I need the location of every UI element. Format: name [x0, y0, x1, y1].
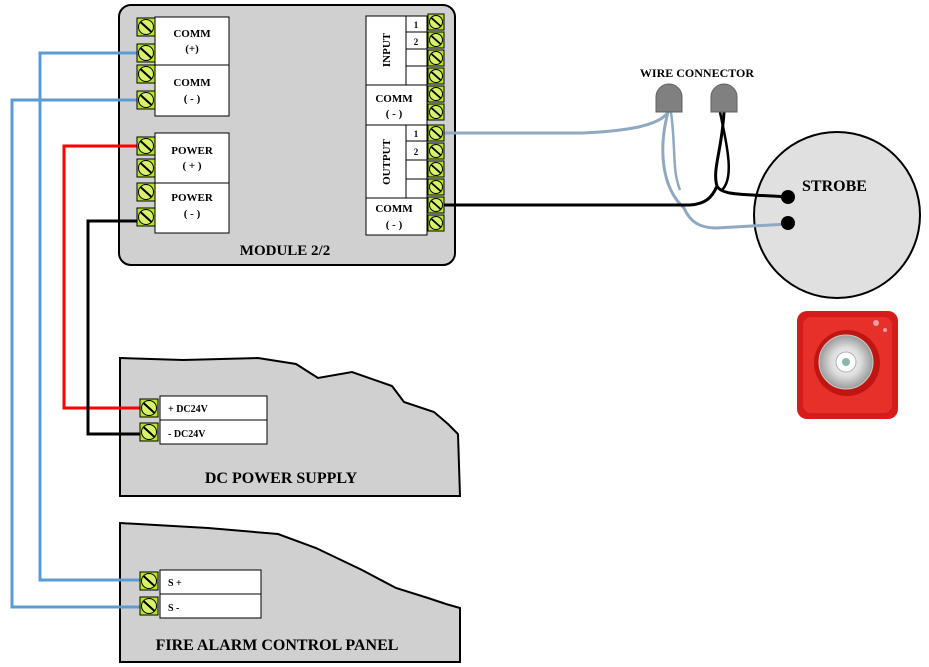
- power-minus-wire: [86, 219, 145, 436]
- dc-plus-terminal: [139, 398, 159, 418]
- output-terminal-3: [427, 160, 445, 178]
- strobe-terminal-minus: [781, 216, 795, 230]
- power-plus-box: [154, 132, 230, 184]
- strobe-minus-wire: [661, 111, 789, 230]
- dc-plus-label: + DC24V: [168, 404, 209, 415]
- comm-minus-label: COMM: [173, 77, 211, 89]
- comm-plus-label: COMM: [173, 28, 211, 40]
- output-number-2: 2: [414, 147, 419, 157]
- power-plus-wire: [62, 144, 145, 410]
- input-number-2: 2: [414, 37, 419, 47]
- power-minus-label: POWER: [171, 192, 214, 204]
- input-comm-terminal-b: [427, 103, 445, 121]
- input-comm-terminal-a: [427, 85, 445, 103]
- output-comm-terminal-b: [427, 214, 445, 232]
- dc-minus-terminal: [139, 422, 159, 442]
- power-plus-label: POWER: [171, 145, 214, 157]
- comm-minus-box: [154, 64, 230, 117]
- input-terminal-3: [427, 49, 445, 67]
- output-label: OUTPUT: [381, 138, 393, 185]
- comm-plus-terminal-a: [136, 17, 156, 37]
- power-minus-box: [154, 182, 230, 234]
- input-terminal-2: [427, 31, 445, 49]
- output-comm-box: [365, 197, 428, 236]
- input-terminal-1: [427, 13, 445, 31]
- power-minus-terminal-a: [136, 182, 156, 202]
- input-label: INPUT: [381, 32, 393, 67]
- wire-connector-label: WIRE CONNECTOR: [640, 66, 754, 80]
- control-panel-enclosure: [119, 521, 461, 663]
- wire-connector-right: [710, 83, 738, 113]
- input-comm-box: [365, 84, 428, 126]
- connector-pigtail-wire-2: [669, 111, 682, 191]
- output-comm-wire: [437, 185, 719, 207]
- s-minus-label: S -: [168, 603, 179, 614]
- strobe-plus-wire: [714, 111, 789, 199]
- input-comm-sign: ( - ): [386, 108, 403, 120]
- power-plus-terminal-a: [136, 136, 156, 156]
- power-minus-sign: ( - ): [184, 208, 201, 220]
- s-plus-box: [159, 569, 262, 595]
- input-number-1: 1: [414, 20, 419, 30]
- strobe-terminal-plus: [781, 190, 795, 204]
- output-terminal-4: [427, 178, 445, 196]
- power-minus-terminal-b: [136, 207, 156, 227]
- dc-plus-box: [159, 395, 268, 421]
- comm-plus-terminal-b: [136, 43, 156, 63]
- comm-plus-sign: (+): [185, 43, 199, 55]
- strobe-label: STROBE: [802, 178, 867, 195]
- output-terminal-2: [427, 142, 445, 160]
- output-comm-sign: ( - ): [386, 219, 403, 231]
- s-plus-terminal: [139, 571, 159, 591]
- comm-minus-wire: [10, 98, 145, 609]
- dc-minus-box: [159, 419, 268, 445]
- output-terminal-1: [427, 124, 445, 142]
- power-supply-enclosure: [119, 356, 462, 497]
- strobe-device-image: [797, 311, 898, 419]
- output-box: [365, 124, 407, 199]
- connector-pigtail-wire: [718, 111, 731, 191]
- dc-minus-label: - DC24V: [168, 429, 206, 440]
- comm-minus-terminal-a: [136, 64, 156, 84]
- output-comm-label: COMM: [375, 203, 413, 215]
- output-number-1: 1: [414, 129, 419, 139]
- comm-minus-terminal-b: [136, 90, 156, 110]
- input-terminal-4: [427, 67, 445, 85]
- s-minus-terminal: [139, 596, 159, 616]
- s-minus-box: [159, 593, 262, 619]
- control-panel-title: FIRE ALARM CONTROL PANEL: [156, 637, 399, 654]
- power-supply-title: DC POWER SUPPLY: [205, 470, 358, 487]
- comm-minus-sign: ( - ): [184, 93, 201, 105]
- output-wire: [437, 111, 670, 135]
- comm-plus-box: [154, 16, 230, 66]
- s-plus-label: S +: [168, 578, 182, 589]
- comm-plus-wire: [38, 51, 145, 582]
- input-comm-label: COMM: [375, 93, 413, 105]
- strobe-body: [753, 131, 921, 299]
- output-comm-terminal-a: [427, 196, 445, 214]
- module-title: MODULE 2/2: [240, 243, 330, 259]
- wire-connector-left: [655, 83, 683, 113]
- power-plus-terminal-b: [136, 158, 156, 178]
- power-plus-sign: ( + ): [182, 160, 201, 172]
